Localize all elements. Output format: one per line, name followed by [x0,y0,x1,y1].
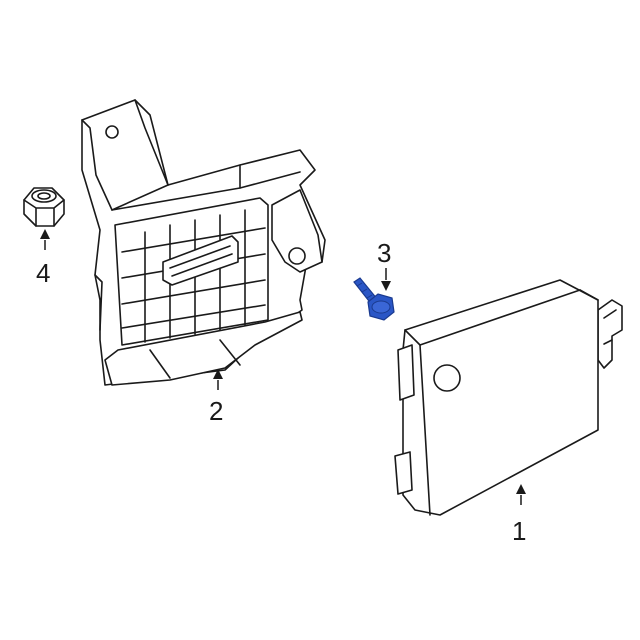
part-2-bracket[interactable] [81,99,326,386]
leader-3 [381,268,391,291]
callout-3: 3 [377,238,391,268]
callout-2: 2 [209,396,223,426]
leader-2 [213,369,223,390]
callout-1: 1 [512,516,526,546]
part-3-bolt[interactable] [353,277,395,321]
leader-1 [516,484,526,505]
callout-4: 4 [36,258,50,288]
part-1-module[interactable] [394,279,623,516]
leader-4 [40,229,50,250]
part-4-nut[interactable] [23,187,65,227]
